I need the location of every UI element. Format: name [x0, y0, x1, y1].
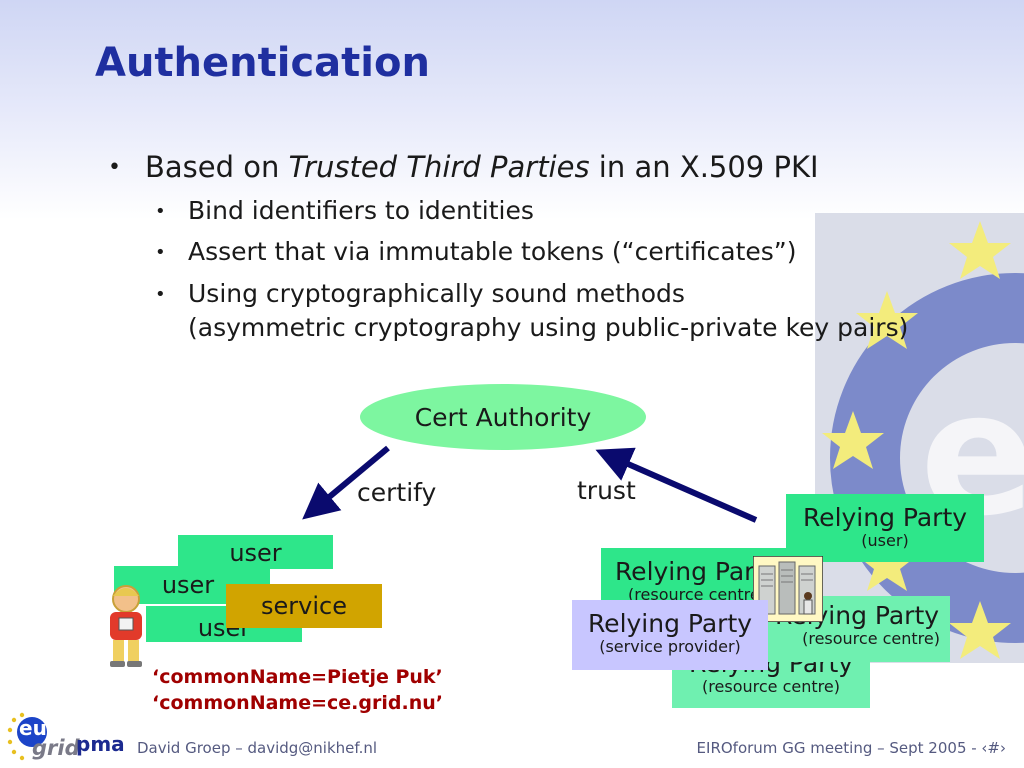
trust-arrow: [595, 447, 758, 523]
bullet-main: Based on Trusted Third Parties in an X.5…: [145, 150, 819, 184]
service-label: service: [261, 592, 347, 620]
bullet-sub-3-line-2: (asymmetric cryptography using public-pr…: [188, 313, 909, 342]
eugridpma-logo: [7, 712, 47, 761]
cert-authority-label: Cert Authority: [414, 402, 592, 432]
user-label: user: [161, 571, 215, 599]
relying-party-user: Relying Party (user): [786, 494, 984, 562]
page-title: Authentication: [95, 40, 430, 86]
bullet-main-prefix: Based on: [145, 150, 289, 184]
relying-party-subtitle: (user): [861, 531, 909, 550]
logo-pma-text: pma: [76, 732, 125, 756]
relying-party-service-provider: Relying Party (service provider): [572, 600, 768, 670]
cert-authority-node: Cert Authority: [360, 384, 646, 450]
bullet-sub-3-line-1: Using cryptographically sound methods: [188, 279, 685, 308]
relying-party-subtitle: (resource centre): [802, 629, 940, 648]
bullet-dot: •: [108, 155, 121, 180]
relying-party-title: Relying Party: [802, 503, 968, 532]
bullet-dot: •: [155, 284, 166, 305]
relying-party-title: Relying Party: [614, 557, 780, 586]
relying-party-subtitle: (resource centre): [628, 585, 766, 604]
footer-event: EIROforum GG meeting – Sept 2005 - ‹#›: [696, 739, 1006, 757]
eu-background-panel: e: [815, 213, 1024, 663]
relying-party-title: Relying Party: [587, 609, 753, 638]
common-name-service: ‘commonName=ce.grid.nu’: [152, 692, 443, 714]
relying-party-subtitle: (service provider): [599, 637, 741, 656]
bullet-dot: •: [155, 242, 166, 263]
bullet-main-italic: Trusted Third Parties: [288, 150, 590, 184]
user-label: user: [229, 539, 282, 567]
certify-arrow: [302, 445, 390, 520]
footer-author: David Groep – davidg@nikhef.nl: [137, 739, 378, 757]
common-name-person: ‘commonName=Pietje Puk’: [152, 666, 443, 688]
trust-label: trust: [577, 476, 636, 505]
bullet-main-suffix: in an X.509 PKI: [589, 150, 819, 184]
user-box-front: user: [178, 535, 333, 569]
service-box: service: [226, 584, 382, 628]
bullet-dot: •: [155, 201, 166, 222]
bullet-sub-1: Bind identifiers to identities: [188, 196, 534, 225]
person-icon: [110, 585, 142, 667]
logo-eu-text: eu: [19, 716, 47, 740]
logo-grid-text: grid: [32, 736, 80, 760]
relying-party-subtitle: (resource centre): [702, 677, 840, 696]
certify-label: certify: [357, 478, 437, 507]
bullet-sub-2: Assert that via immutable tokens (“certi…: [188, 237, 797, 266]
